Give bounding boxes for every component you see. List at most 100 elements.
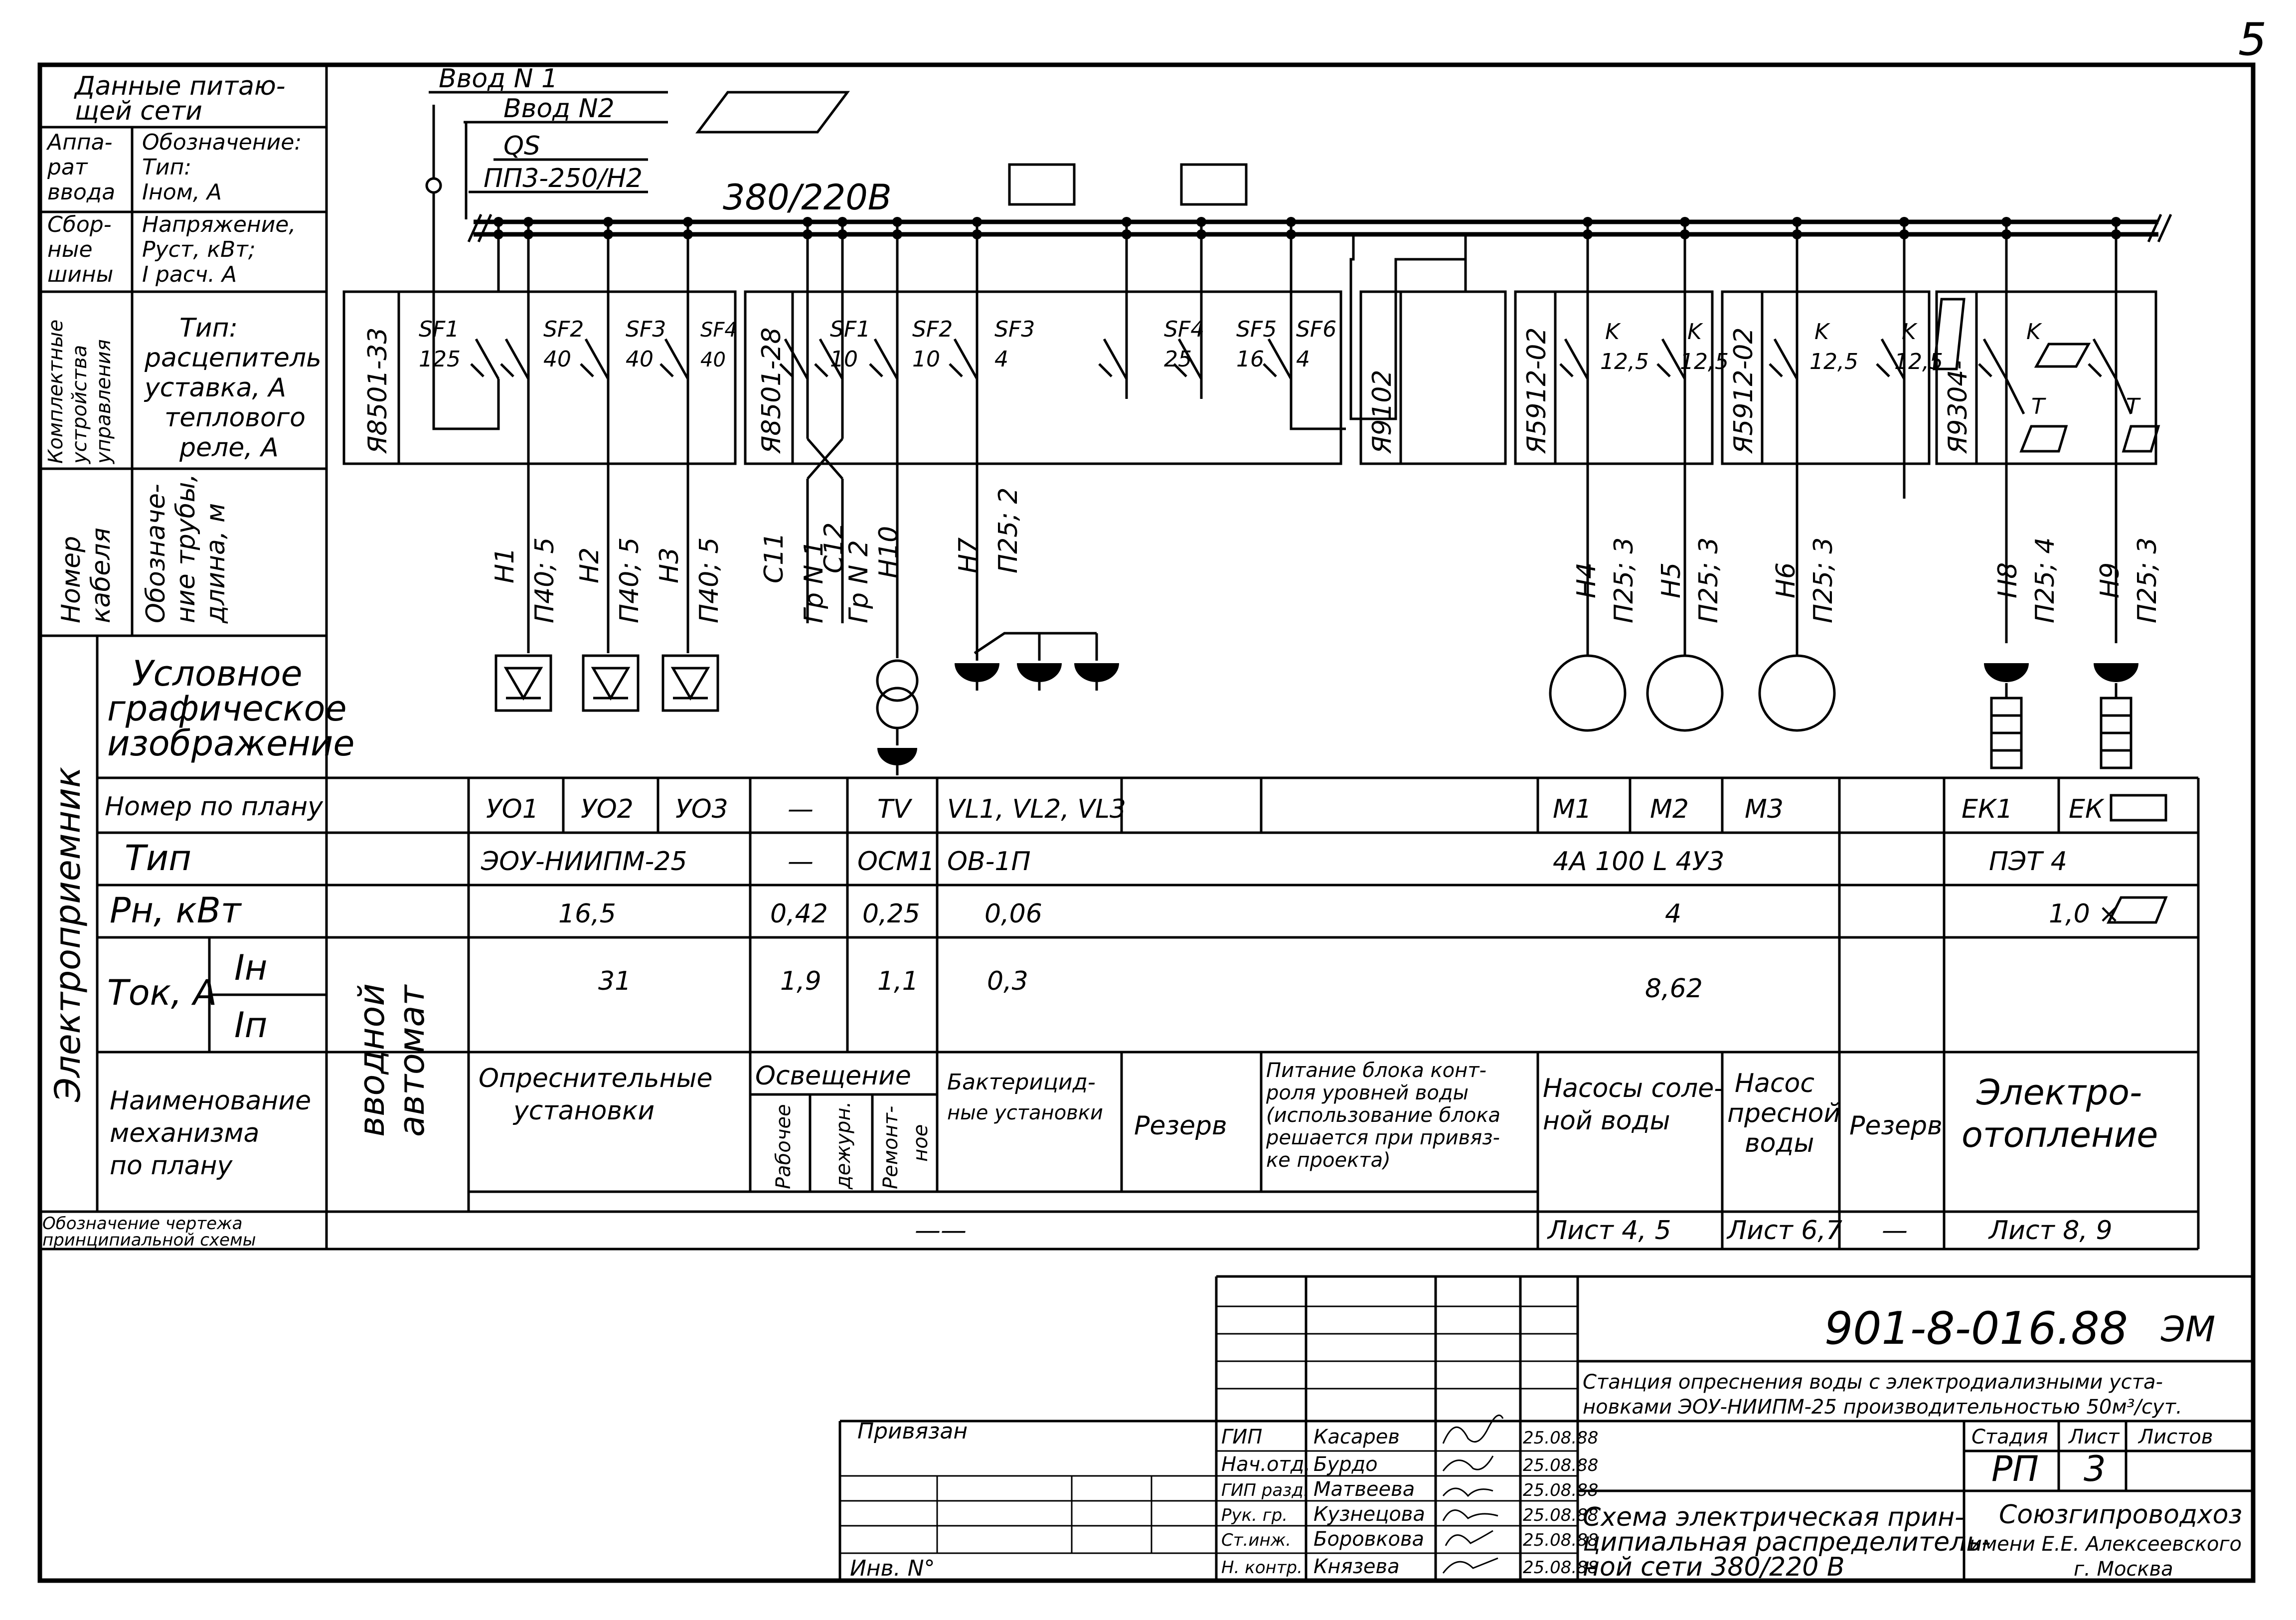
busbar	[467, 213, 2172, 243]
cable-n2-id: Н2	[575, 547, 605, 583]
project-line-1: Станция опреснения воды с электродиализн…	[1583, 1371, 2163, 1394]
type-osm1: ОСМ1	[857, 847, 935, 877]
plan-no-yo2: УО2	[581, 794, 634, 824]
p1-sf4-set: 40	[700, 349, 726, 371]
plan-no-ek: ЕК	[2069, 794, 2105, 824]
ref-dash: ——	[915, 1216, 967, 1246]
motor-m1-symbol	[1549, 654, 1627, 732]
mech-control-1: Питание блока конт-	[1266, 1059, 1486, 1082]
p2-sf6-name: SF6	[1296, 317, 1336, 342]
inv-label: Инв. N°	[850, 1556, 935, 1581]
input-switch-node	[425, 177, 442, 194]
cable-n6-pipe: П25; 3	[1808, 538, 1838, 623]
role-nkontr: Н. контр.	[1221, 1558, 1303, 1578]
sheet-number: 5	[2238, 13, 2267, 66]
cable-n8-id: Н8	[1993, 562, 2023, 598]
mechanism-label-3: по плану	[110, 1151, 233, 1181]
t2-blade	[2115, 378, 2132, 414]
apparatus-value-3: Iном, А	[142, 180, 222, 205]
sheet-header: Лист	[2068, 1426, 2120, 1448]
feeder-lines	[432, 217, 2132, 658]
feeder-n3-bus-dot	[683, 217, 693, 227]
graphic-label-3: изображение	[107, 723, 355, 764]
p2-sf2-set: 10	[912, 347, 940, 372]
feeder-n6-bus-dot-2	[1792, 229, 1802, 239]
mech-reserve-1: Резерв	[1134, 1111, 1227, 1141]
panel-ya9102	[1359, 290, 1507, 465]
desalination-unit-symbol-3	[661, 654, 719, 712]
apparatus-label-2: рат	[47, 155, 88, 180]
panel-1-id: Я8501-33	[363, 328, 393, 454]
date-3: 25.08.88	[1523, 1480, 1598, 1500]
kit-value-2: расцепитель	[144, 343, 322, 373]
plan-no-dash: —	[788, 794, 814, 824]
ref-sheet-45: Лист 4, 5	[1547, 1216, 1671, 1246]
feeder-n9-bus-dot	[2111, 217, 2121, 227]
p1-sf2-set: 40	[543, 347, 571, 372]
feeder-n10-bus-dot-2	[892, 229, 902, 239]
breaker-blade-4	[784, 338, 809, 380]
project-line-2: новками ЭОУ-НИИПМ-25 производительностью…	[1583, 1396, 2182, 1419]
breaker-blade-2	[584, 338, 610, 380]
cable-n10-id: Н10	[874, 526, 904, 578]
type-pet4: ПЭТ 4	[1989, 847, 2067, 877]
mech-fresh-3: воды	[1745, 1128, 1814, 1158]
current-start-label: Iп	[234, 1005, 267, 1046]
breaker-trip-2	[580, 363, 594, 377]
kit-value-5: реле, А	[179, 433, 279, 463]
blank-box-1	[1008, 163, 1076, 206]
cable-n8-pipe: П25; 4	[2030, 538, 2060, 623]
plan-no-yo3: УО3	[675, 794, 728, 824]
bus-value-1: Напряжение,	[142, 212, 296, 237]
breaker-trip-5	[814, 363, 828, 377]
name-matveeva: Матвеева	[1313, 1478, 1415, 1501]
cable-n2-pipe: П40; 5	[615, 538, 645, 623]
panel-ya9304	[1935, 290, 2157, 465]
breaker-blade-16	[2092, 338, 2118, 380]
feeder-sf1-bus-dot-2	[493, 229, 503, 239]
bus-label-1: Сбор-	[47, 212, 112, 237]
mech-salt-1: Насосы соле-	[1543, 1074, 1723, 1103]
current-nom-label: Iн	[234, 947, 267, 988]
breaker-blade-6	[873, 338, 899, 380]
feeder-n7-bus-dot-2	[972, 229, 982, 239]
mech-bact-2: ные установки	[947, 1101, 1103, 1124]
supply-label-2: щей сети	[75, 96, 202, 126]
heater-ek2-symbol	[2094, 663, 2138, 769]
mech-lighting: Освещение	[755, 1061, 911, 1091]
date-6: 25.08.88	[1523, 1558, 1598, 1578]
blank-box-2	[1180, 163, 1248, 206]
input-breaker-label-2: автомат	[391, 984, 432, 1137]
drawing-ref-label-2: принципиальной схемы	[42, 1230, 256, 1250]
input-1-label: Ввод N 1	[439, 64, 558, 94]
power-label: Рн, кВт	[110, 890, 242, 931]
p2-sf6-set: 4	[1296, 347, 1310, 372]
sheet-frame	[37, 62, 2256, 1583]
name-burdo: Бурдо	[1313, 1453, 1378, 1476]
apparatus-label-3: ввода	[47, 180, 115, 205]
p6-blank-tag-1	[1933, 298, 1966, 370]
cable-n5-id: Н5	[1656, 562, 1686, 598]
p1-sf3-set: 40	[626, 347, 654, 372]
kit-label-2: устройства	[68, 345, 91, 464]
light-working: Рабочее	[772, 1104, 795, 1189]
panel-row: Я8501-33 Я8501-28 Я9102 Я5912-02 Я5912-0…	[342, 234, 2160, 465]
feeder-n7-bus-dot	[972, 217, 982, 227]
cable-n3-pipe: П40; 5	[694, 538, 724, 623]
cable-n6-id: Н6	[1771, 562, 1801, 598]
current-uv: 0,3	[987, 966, 1028, 996]
p2-sf5-name: SF5	[1236, 317, 1277, 342]
panel-5-id: Я5912-02	[1729, 328, 1759, 454]
feeder-sf5-bus-dot	[1196, 217, 1206, 227]
ref-dash-2: —	[1882, 1216, 1908, 1246]
role-gip-razd: ГИП разд.	[1221, 1480, 1309, 1500]
p1-sf2-name: SF2	[543, 317, 584, 342]
heater-ek1-symbol	[1984, 663, 2029, 769]
feeder-n6-bus-dot	[1792, 217, 1802, 227]
cable-grn2: Гр N 2	[844, 540, 874, 623]
bus-value-2: Руст, кВт;	[142, 237, 256, 262]
cable-n1-id: Н1	[490, 547, 520, 583]
receiver-label: Электроприемник	[47, 767, 88, 1102]
p4-k2-set: 12,5	[1680, 349, 1729, 374]
